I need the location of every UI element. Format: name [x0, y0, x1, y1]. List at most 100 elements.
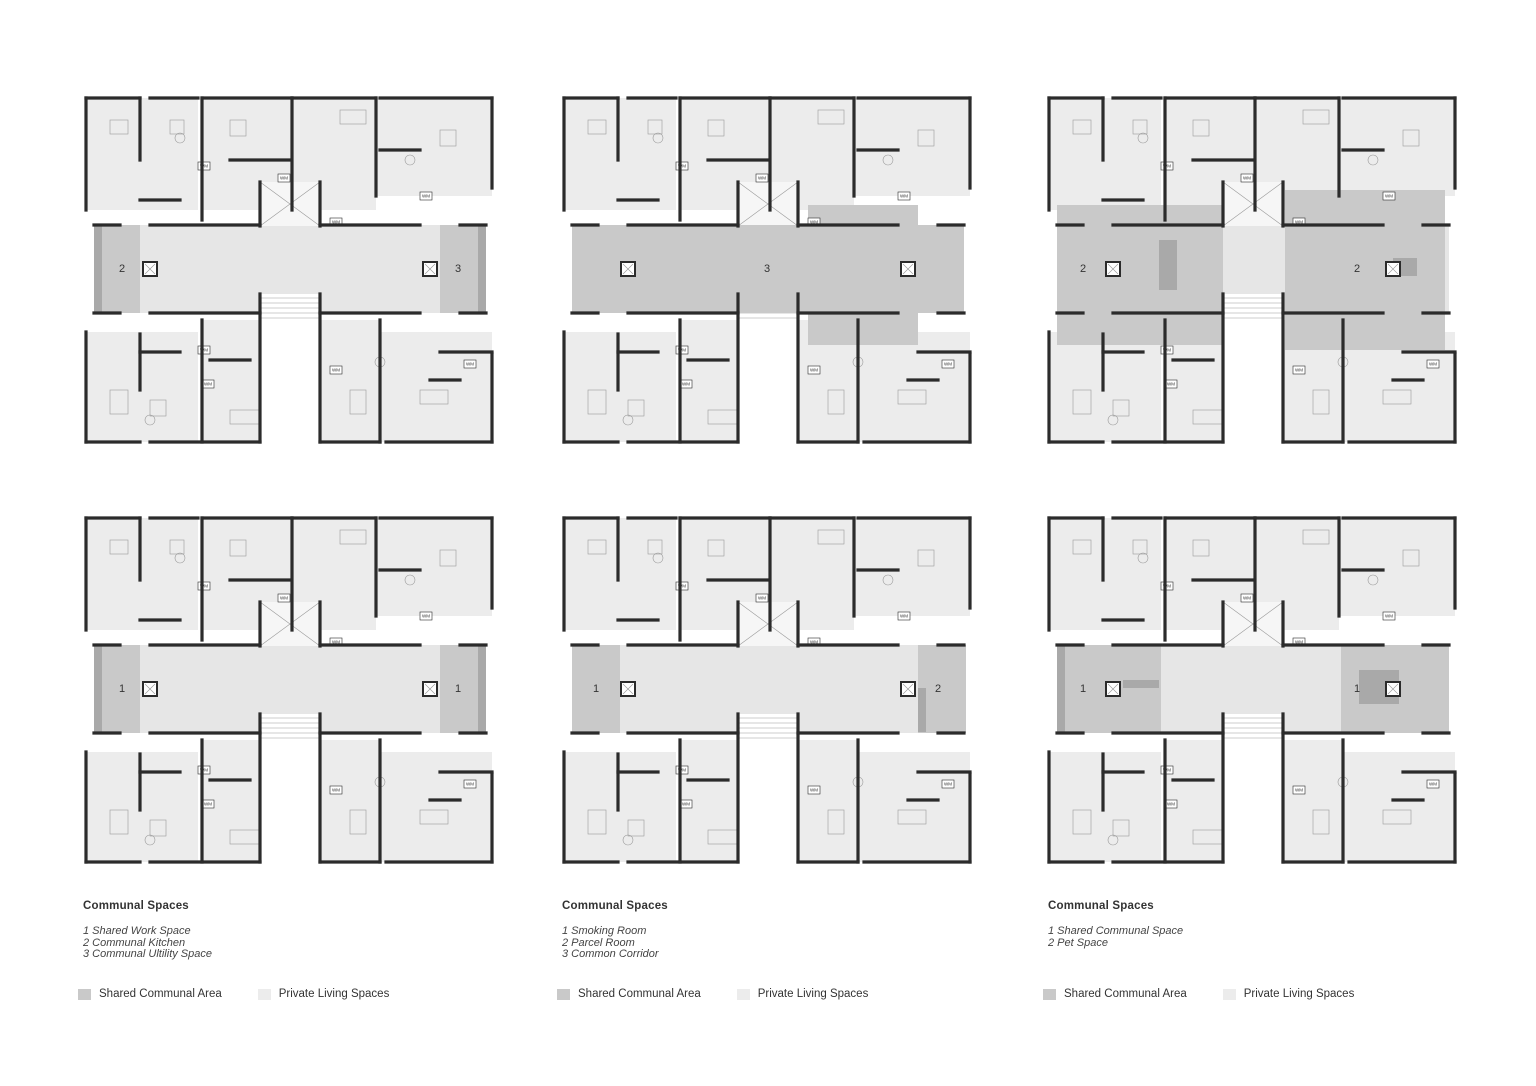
round-table-icon: [622, 834, 634, 846]
wm-box: [198, 582, 210, 590]
private-unit: [86, 98, 198, 210]
wm-label: WM: [1167, 802, 1175, 807]
private-unit: [1283, 740, 1343, 862]
furniture-icon: [1192, 539, 1210, 557]
private-unit: [858, 752, 970, 862]
shared-communal-accent: [1123, 680, 1159, 688]
washing-machine-icon: [675, 345, 689, 355]
elevator-icon: [1385, 681, 1401, 697]
legend-private-label: Private Living Spaces: [278, 988, 390, 1000]
furniture-icon: [1072, 119, 1092, 135]
stair-core: [260, 294, 320, 444]
caption-item: 2 Communal Kitchen: [83, 936, 186, 949]
wm-box: [464, 360, 476, 368]
wm-label: WM: [466, 782, 474, 787]
private-unit: [854, 98, 970, 196]
wm-box: [330, 638, 342, 646]
furniture-icon: [917, 129, 935, 147]
wm-label: WM: [944, 362, 952, 367]
furniture-icon: [587, 539, 607, 555]
private-unit: [858, 332, 970, 442]
legend-shared-label: Shared Communal Area: [1064, 988, 1187, 1000]
furniture-icon: [707, 119, 725, 137]
wm-label: WM: [1163, 768, 1171, 773]
washing-machine-icon: [897, 191, 911, 201]
round-table-icon: [144, 414, 156, 426]
wm-label: WM: [1385, 194, 1393, 199]
furniture-icon: [109, 809, 129, 835]
elevator-icon: [142, 261, 158, 277]
wm-box: [1241, 174, 1253, 182]
elevator-icon: [900, 681, 916, 697]
furniture-icon: [229, 119, 247, 137]
wm-label: WM: [900, 194, 908, 199]
caption-item: 1 Smoking Room: [562, 925, 647, 937]
wm-label: WM: [758, 176, 766, 181]
washing-machine-icon: [1240, 593, 1254, 603]
washing-machine-icon: [1160, 345, 1174, 355]
wm-label: WM: [200, 348, 208, 353]
washing-machine-icon: [329, 365, 343, 375]
wm-label: WM: [204, 802, 212, 807]
furniture-icon: [1192, 119, 1210, 137]
fixture-line: [902, 683, 914, 695]
washing-machine-icon: [941, 359, 955, 369]
round-table-icon: [882, 574, 894, 586]
space-number-label: 1: [1080, 683, 1086, 695]
wm-box: [676, 162, 688, 170]
furniture-icon: [817, 109, 845, 125]
space-number-label: 1: [455, 683, 461, 695]
round-table-icon: [622, 414, 634, 426]
private-unit: [1049, 98, 1161, 210]
fixture-line: [737, 601, 799, 647]
fixture-line: [902, 263, 914, 275]
furniture-icon: [149, 819, 167, 837]
wm-label: WM: [810, 640, 818, 645]
fixture-line: [1107, 263, 1119, 275]
furniture-icon: [419, 809, 449, 825]
wm-label: WM: [678, 584, 686, 589]
shared-swatch: [1043, 988, 1056, 1000]
elevator-icon: [900, 261, 916, 277]
private-unit: [564, 98, 676, 210]
shared-communal-accent: [1057, 645, 1065, 733]
wm-label: WM: [280, 596, 288, 601]
washing-machine-icon: [807, 365, 821, 375]
legend-private: Private Living Spaces: [1222, 988, 1355, 1000]
wm-box: [202, 800, 214, 808]
wm-label: WM: [1163, 164, 1171, 169]
private-swatch: [257, 988, 271, 1000]
wm-label: WM: [678, 164, 686, 169]
washing-machine-icon: [675, 581, 689, 591]
wm-box: [756, 174, 768, 182]
wm-label: WM: [678, 768, 686, 773]
wm-label: WM: [332, 368, 340, 373]
legend-shared-label: Shared Communal Area: [578, 988, 701, 1000]
legend-private-label: Private Living Spaces: [757, 988, 869, 1000]
shared-communal-accent: [918, 688, 926, 732]
furniture-icon: [439, 549, 457, 567]
furniture-icon: [349, 809, 367, 835]
furniture-icon: [1072, 389, 1092, 415]
round-table-icon: [1137, 132, 1149, 144]
washing-machine-icon: [1160, 581, 1174, 591]
furniture-icon: [1402, 549, 1420, 567]
furniture-icon: [587, 389, 607, 415]
wm-box: [1165, 800, 1177, 808]
private-unit: [380, 332, 492, 442]
washing-machine-icon: [419, 611, 433, 621]
furniture-icon: [339, 529, 367, 545]
legend-private-label: Private Living Spaces: [1243, 988, 1355, 1000]
washing-machine-icon: [463, 779, 477, 789]
wm-box: [1161, 346, 1173, 354]
shared-communal-accent: [94, 645, 102, 733]
elevator-icon: [422, 681, 438, 697]
private-swatch: [736, 988, 750, 1000]
round-table-icon: [144, 834, 156, 846]
washing-machine-icon: [1426, 779, 1440, 789]
furniture-icon: [1072, 809, 1092, 835]
